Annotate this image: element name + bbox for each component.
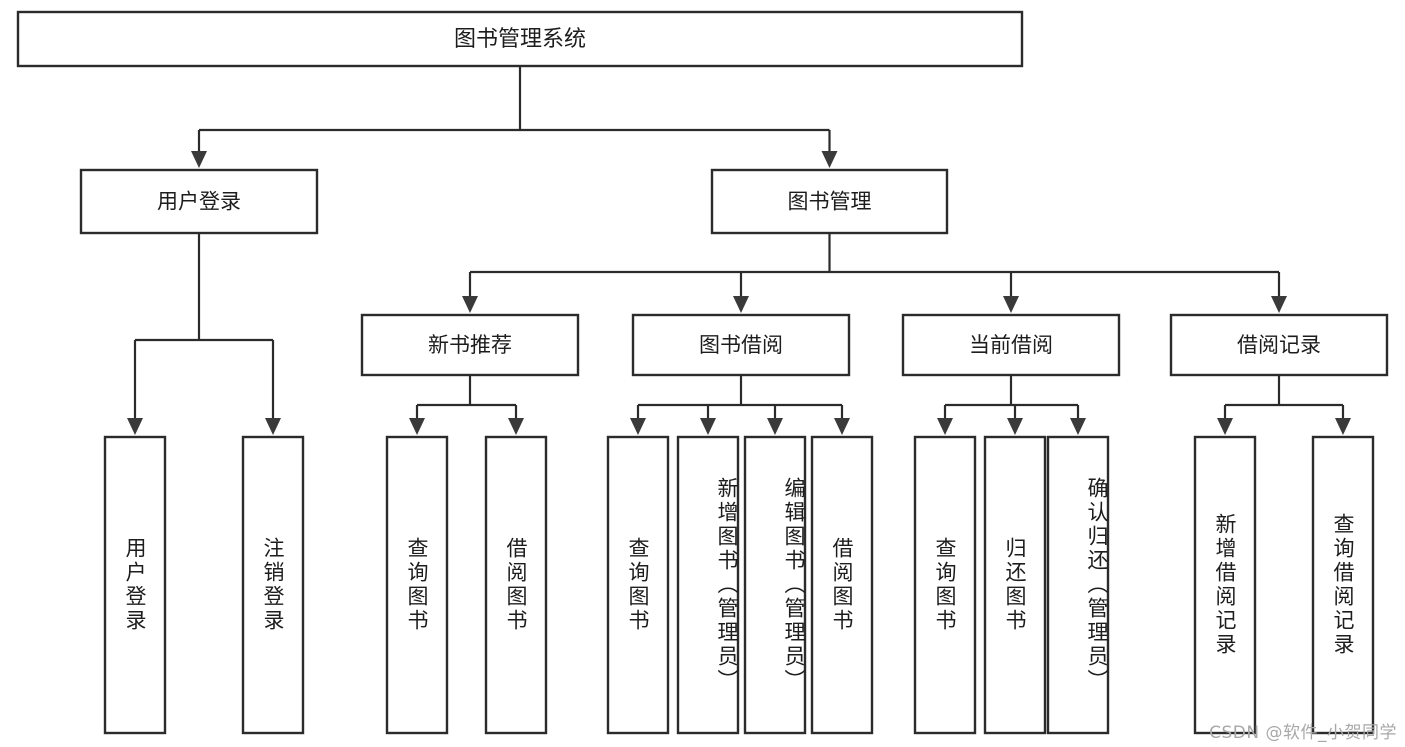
arrow-head-icon-leaf-query-record <box>1335 418 1351 435</box>
node-box-leaf-query-book-2[interactable] <box>606 435 670 735</box>
arrow-head-icon-current-borrow <box>1003 296 1019 313</box>
node-box-leaf-add-record[interactable] <box>1193 435 1257 735</box>
node-box-book-manage[interactable] <box>710 168 949 235</box>
arrow-head-icon-leaf-borrow-book-1 <box>508 418 524 435</box>
arrow-head-icon-leaf-logout <box>265 418 281 435</box>
node-box-book-borrow[interactable] <box>631 313 851 377</box>
arrow-head-icon-leaf-return-book <box>1007 418 1023 435</box>
node-box-leaf-edit-book[interactable] <box>743 435 807 735</box>
arrow-head-icon-book-borrow <box>733 296 749 313</box>
node-label-book-manage: 图书管理 <box>788 190 872 214</box>
node-box-root[interactable] <box>16 10 1024 68</box>
arrow-head-icon-leaf-query-book-1 <box>409 418 425 435</box>
node-box-borrow-record[interactable] <box>1169 313 1389 377</box>
arrow-head-icon-leaf-query-book-2 <box>630 418 646 435</box>
arrow-head-icon-new-book-recommend <box>462 296 478 313</box>
arrow-head-icon-borrow-record <box>1271 296 1287 313</box>
arrow-head-icon-leaf-edit-book <box>767 418 783 435</box>
node-label-borrow-record: 借阅记录 <box>1237 333 1321 357</box>
node-box-leaf-logout[interactable] <box>241 435 305 735</box>
arrow-head-icon-leaf-add-book <box>700 418 716 435</box>
node-box-new-book-recommend[interactable] <box>360 313 580 377</box>
arrow-head-icon-user-login <box>191 151 207 168</box>
node-label-root: 图书管理系统 <box>454 27 586 52</box>
node-box-leaf-add-book[interactable] <box>676 435 740 735</box>
watermark-text: CSDN @软件_小贺同学 <box>1209 723 1397 743</box>
arrow-head-icon-book-manage <box>821 151 838 168</box>
node-box-leaf-confirm-return[interactable] <box>1046 435 1110 735</box>
node-box-leaf-borrow-book-2[interactable] <box>810 435 874 735</box>
node-box-leaf-query-book-1[interactable] <box>385 435 449 735</box>
node-box-current-borrow[interactable] <box>901 313 1121 377</box>
node-box-leaf-borrow-book-1[interactable] <box>484 435 548 735</box>
node-box-layer <box>16 10 1389 735</box>
arrow-head-icon-leaf-confirm-return <box>1070 418 1086 435</box>
node-label-current-borrow: 当前借阅 <box>969 333 1053 357</box>
connector-layer <box>133 66 1345 419</box>
node-box-leaf-query-record[interactable] <box>1311 435 1375 735</box>
node-box-user-login[interactable] <box>79 168 319 235</box>
node-box-leaf-return-book[interactable] <box>983 435 1047 735</box>
arrow-head-icon-leaf-borrow-book-2 <box>834 418 850 435</box>
node-label-book-borrow: 图书借阅 <box>699 333 783 357</box>
node-box-leaf-user-login[interactable] <box>103 435 167 735</box>
arrow-head-icon-leaf-user-login <box>127 418 143 435</box>
arrow-head-icon-leaf-query-book-3 <box>937 418 953 435</box>
node-label-user-login: 用户登录 <box>157 190 241 214</box>
arrow-head-icon-leaf-add-record <box>1217 418 1233 435</box>
node-box-leaf-query-book-3[interactable] <box>913 435 977 735</box>
node-label-new-book-recommend: 新书推荐 <box>428 333 512 357</box>
